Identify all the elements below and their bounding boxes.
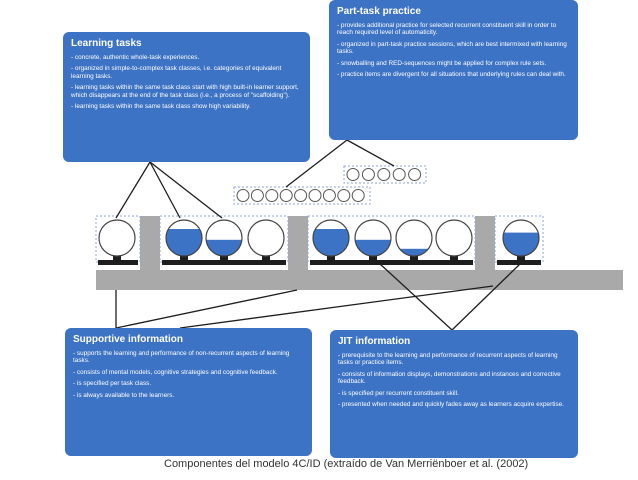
learning-task-outline: [165, 219, 203, 257]
learning-task-circle: [248, 220, 284, 256]
learning-task-outline: [502, 219, 540, 257]
task-stand: [262, 256, 270, 260]
figure-caption: Componentes del modelo 4C/ID (extraído d…: [164, 458, 529, 470]
connector-learning-3: [149, 161, 223, 219]
learning-task-circles: [98, 219, 540, 257]
supportive-information-list: supports the learning and performance of…: [73, 350, 304, 399]
practice-item: [408, 168, 422, 181]
list-item: is always available to the learners.: [73, 392, 304, 399]
part-task-practice-list: provides additional practice for selecte…: [337, 22, 570, 78]
jit-information-box: JIT information prerequisite to the lear…: [330, 330, 578, 458]
practice-item-circles: [236, 168, 422, 202]
task-stand: [220, 256, 228, 260]
task-stand: [410, 256, 418, 260]
learning-tasks-title: Learning tasks: [71, 38, 142, 49]
practice-item: [377, 168, 391, 181]
list-item: concrete, authentic whole-task experienc…: [71, 54, 302, 61]
part-task-practice-title: Part-task practice: [337, 6, 421, 17]
list-item: is specified per task class.: [73, 380, 304, 387]
practice-item: [294, 189, 308, 202]
learning-tasks-box: Learning tasks concrete, authentic whole…: [63, 32, 310, 162]
practice-item: [392, 168, 406, 181]
learner-support-fill: [313, 229, 349, 256]
connector-supportive-2: [115, 289, 298, 329]
practice-item: [265, 189, 279, 202]
task-stand: [369, 256, 377, 260]
connector-jit-2: [451, 263, 521, 331]
learning-task-circle: [396, 220, 432, 256]
task-stand: [450, 256, 458, 260]
practice-row-frame-upper: [343, 165, 427, 184]
list-item: provides additional practice for selecte…: [337, 22, 570, 37]
list-item: organized in simple-to-complex task clas…: [71, 65, 302, 80]
supportive-information-box: Supportive information supports the lear…: [65, 328, 312, 456]
learning-task-outline: [395, 219, 433, 257]
list-item: presented when needed and quickly fades …: [338, 401, 570, 408]
pillar-2: [288, 216, 308, 276]
connector-learning-2: [149, 161, 181, 219]
practice-item: [346, 168, 360, 181]
learning-task-outline: [205, 219, 243, 257]
practice-item: [308, 189, 322, 202]
floor-bar: [96, 270, 623, 290]
supportive-information-title: Supportive information: [73, 334, 183, 345]
practice-item: [322, 189, 336, 202]
learning-task-circle: [436, 220, 472, 256]
jit-information-title: JIT information: [338, 336, 411, 347]
learner-support-bars: [98, 260, 541, 265]
support-bar-3: [310, 260, 473, 265]
part-task-practice-items: [233, 165, 427, 205]
task-stand: [327, 256, 335, 260]
learning-tasks-list: concrete, authentic whole-task experienc…: [71, 54, 302, 110]
list-item: is specified per recurrent constituent s…: [338, 390, 570, 397]
list-item: snowballing and RED-sequences might be a…: [337, 60, 570, 67]
learner-support-fill: [166, 229, 202, 256]
learner-support-fill: [206, 239, 242, 256]
list-item: consists of mental models, cognitive str…: [73, 369, 304, 376]
list-item: supports the learning and performance of…: [73, 350, 304, 365]
connector-supportive-3: [179, 285, 494, 329]
task-stand: [113, 256, 121, 260]
learner-support-fill: [355, 239, 391, 256]
pillar-3: [475, 216, 495, 276]
practice-item: [351, 189, 365, 202]
list-item: practice items are divergent for all sit…: [337, 71, 570, 78]
learner-support-fill: [503, 232, 539, 256]
learning-task-outline: [354, 219, 392, 257]
practice-item: [250, 189, 264, 202]
connector-jit-1: [379, 263, 453, 331]
task-stands: [113, 256, 525, 260]
learner-support-fill: [396, 248, 432, 256]
list-item: learning tasks within the same task clas…: [71, 84, 302, 99]
connector-parttask-1: [285, 139, 348, 188]
support-bar-2: [162, 260, 286, 265]
support-bar-1: [98, 260, 138, 265]
task-stand: [180, 256, 188, 260]
learning-task-outline: [247, 219, 285, 257]
practice-row-frame-lower: [233, 186, 371, 205]
pillar-1: [140, 216, 160, 276]
practice-item: [361, 168, 375, 181]
practice-item: [337, 189, 351, 202]
learning-task-outline: [312, 219, 350, 257]
practice-item: [236, 189, 250, 202]
list-item: organized in part-task practice sessions…: [337, 41, 570, 56]
support-bar-4: [497, 260, 541, 265]
list-item: consists of information displays, demons…: [338, 371, 570, 386]
learning-task-outline: [98, 219, 136, 257]
learning-task-circle: [99, 220, 135, 256]
list-item: learning tasks within the same task clas…: [71, 103, 302, 110]
task-class-structure: [96, 216, 623, 290]
part-task-practice-box: Part-task practice provides additional p…: [329, 0, 578, 140]
learning-task-outline: [435, 219, 473, 257]
connector-parttask-2: [346, 139, 395, 167]
practice-item: [279, 189, 293, 202]
list-item: prerequisite to the learning and perform…: [338, 352, 570, 367]
task-stand: [517, 256, 525, 260]
connector-lines: [115, 139, 521, 331]
jit-information-list: prerequisite to the learning and perform…: [338, 352, 570, 408]
connector-learning-1: [115, 161, 151, 219]
